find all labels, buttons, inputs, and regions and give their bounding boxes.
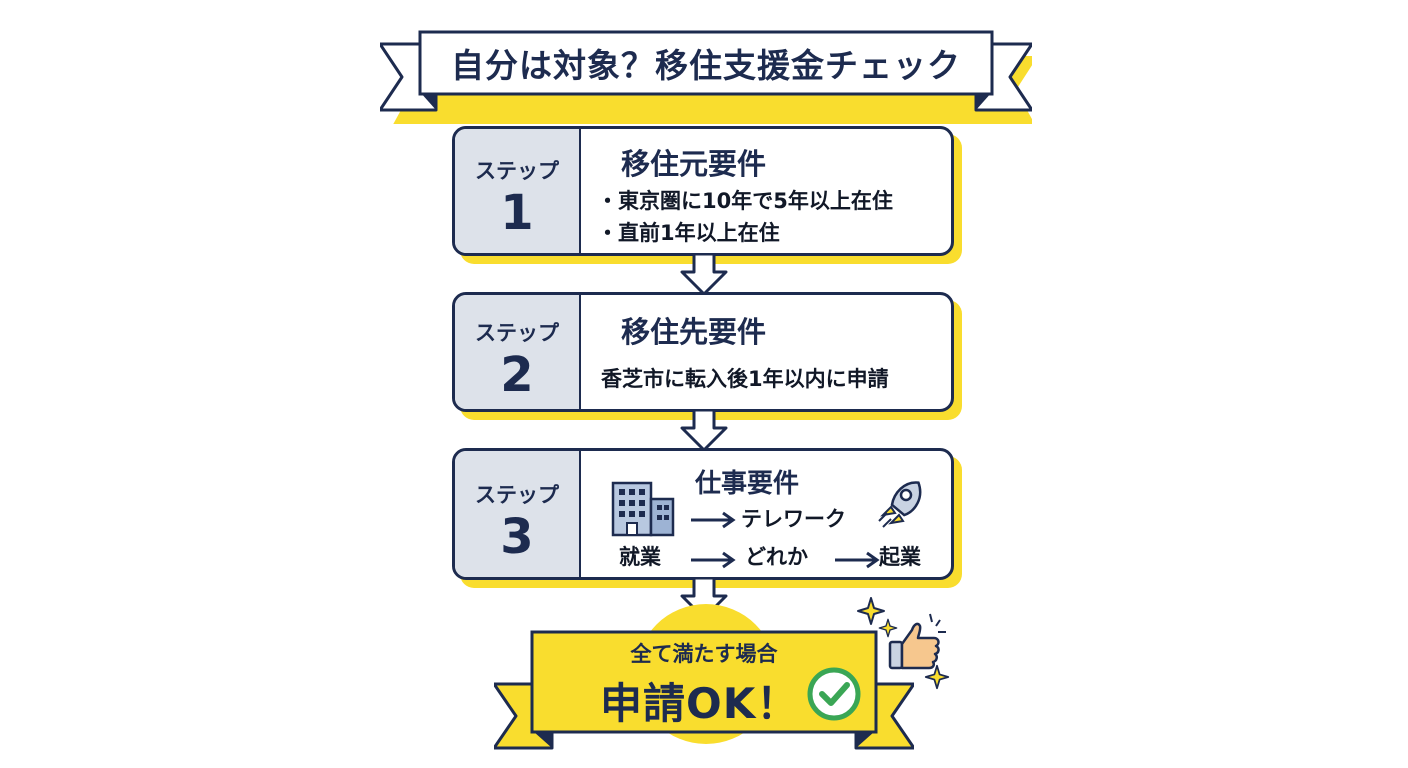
step-2-heading: 移住先要件 — [621, 315, 767, 349]
step-2-line-1: 香芝市に転入後1年以内に申請 — [601, 367, 889, 391]
option-telework: テレワーク — [741, 507, 846, 531]
check-circle-icon — [807, 667, 861, 721]
page-title: 自分は対象？移住支援金チェック — [451, 46, 961, 85]
step-1-number: 1 — [500, 185, 534, 241]
right-arrow-icon — [691, 551, 736, 569]
result-condition: 全て満たす場合 — [630, 642, 778, 666]
step-2-badge: ステップ 2 — [455, 295, 581, 409]
step-1-line-1: ・東京圏に10年で5年以上在住 — [597, 189, 893, 213]
step-1-line-2: ・直前1年以上在住 — [597, 221, 780, 245]
office-building-icon — [611, 481, 675, 537]
step-2-card: ステップ 2 移住先要件 香芝市に転入後1年以内に申請 — [452, 292, 954, 412]
step-3-badge: ステップ 3 — [455, 451, 581, 577]
step-3-card: ステップ 3 仕事要件 就業 テレワーク どれか 起業 — [452, 448, 954, 580]
option-startup: 起業 — [879, 545, 921, 569]
right-arrow-icon — [835, 551, 880, 569]
step-1-heading: 移住元要件 — [621, 147, 767, 181]
step-2-label: ステップ — [475, 321, 559, 345]
step-1-card: ステップ 1 移住元要件 ・東京圏に10年で5年以上在住 ・直前1年以上在住 — [452, 126, 954, 256]
step-3-label: ステップ — [475, 483, 559, 507]
step-1-label: ステップ — [475, 159, 559, 183]
right-arrow-icon — [691, 511, 736, 529]
sparkle-icon — [924, 664, 950, 690]
down-arrow-icon — [680, 254, 728, 296]
result-ok: 申請OK！ — [600, 679, 800, 728]
step-1-badge: ステップ 1 — [455, 129, 581, 253]
option-either: どれか — [745, 545, 808, 569]
thumbs-up-icon — [888, 613, 946, 670]
sparkle-icon — [878, 618, 898, 638]
step-2-number: 2 — [500, 347, 534, 403]
option-employment: 就業 — [619, 545, 661, 569]
title-banner — [380, 30, 1032, 124]
rocket-icon — [878, 481, 922, 528]
down-arrow-icon — [680, 410, 728, 452]
step-3-number: 3 — [500, 509, 534, 565]
sparkle-icon — [857, 597, 885, 625]
step-3-heading: 仕事要件 — [695, 469, 800, 499]
